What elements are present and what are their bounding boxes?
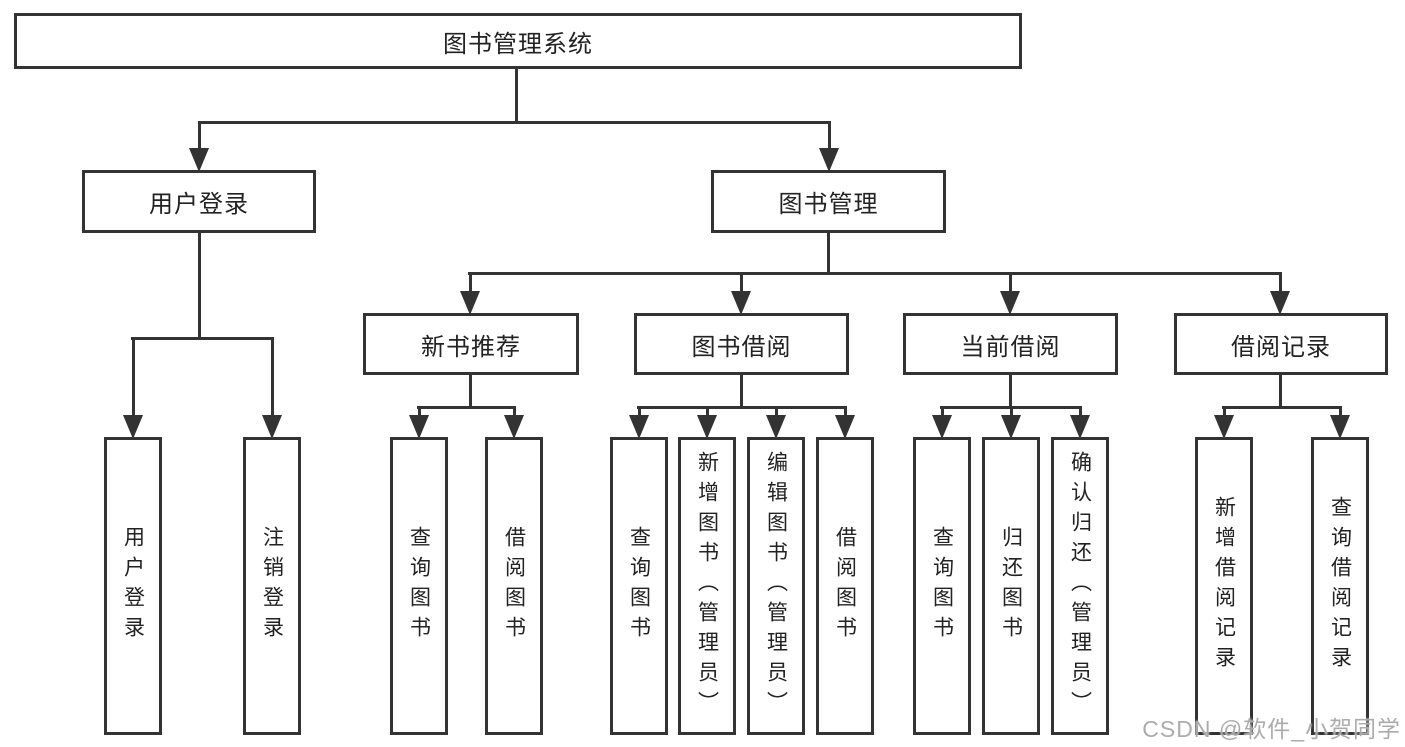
connector-drop [1339, 406, 1342, 417]
watermark-text: CSDN @软件_小贺同学 [1142, 716, 1401, 742]
connector-stem [469, 374, 472, 409]
connector-drop [1223, 406, 1226, 417]
leaf-edit-books-admin: 编辑图书（管理员） [747, 437, 805, 735]
arrow-down-head [1070, 415, 1090, 439]
arrow-down-head [835, 415, 855, 439]
node-borrowing-records: 借阅记录 [1174, 313, 1388, 375]
arrow-down-head [697, 415, 717, 439]
leaf-query-books-current: 查询图书 [913, 437, 971, 735]
connector-branch [131, 337, 274, 340]
node-label: 用户登录 [149, 191, 249, 218]
connector-drop [828, 121, 831, 150]
arrow-down-head [189, 148, 209, 172]
node-book-management: 图书管理 [711, 170, 946, 233]
connector-drop [1009, 272, 1012, 293]
connector-drop [132, 337, 135, 417]
connector-branch [198, 121, 831, 124]
connector-stem [515, 69, 518, 124]
leaf-label: 确认归还（管理员） [1068, 451, 1092, 721]
connector-drop [638, 406, 641, 417]
connector-drop [271, 337, 274, 417]
leaf-label: 新增图书（管理员） [695, 451, 719, 721]
leaf-label: 查询图书 [627, 526, 651, 646]
connector-branch [468, 272, 1282, 275]
leaf-query-books-borrowing: 查询图书 [610, 437, 668, 735]
leaf-user-login: 用户登录 [104, 437, 162, 735]
leaf-borrow-books-recommend: 借阅图书 [485, 437, 543, 735]
leaf-return-books: 归还图书 [982, 437, 1040, 735]
arrow-down-head [1214, 415, 1234, 439]
arrow-down-head [731, 291, 751, 315]
leaf-label: 查询图书 [930, 526, 954, 646]
leaf-label: 查询借阅记录 [1328, 496, 1352, 676]
arrow-down-head [766, 415, 786, 439]
leaf-query-borrow-record: 查询借阅记录 [1311, 437, 1369, 735]
leaf-label: 编辑图书（管理员） [764, 451, 788, 721]
leaf-label: 归还图书 [999, 526, 1023, 646]
node-new-book-recommendation: 新书推荐 [363, 313, 579, 375]
arrow-down-head [1001, 415, 1021, 439]
connector-drop [418, 406, 421, 417]
connector-stem [827, 233, 830, 275]
connector-drop [941, 406, 944, 417]
leaf-confirm-return-admin: 确认归还（管理员） [1051, 437, 1109, 735]
connector-drop [1010, 406, 1013, 417]
connector-drop [469, 272, 472, 293]
arrow-down-head [123, 415, 143, 439]
arrow-down-head [409, 415, 429, 439]
node-label: 图书管理系统 [443, 30, 593, 58]
arrow-down-head [932, 415, 952, 439]
leaf-add-books-admin: 新增图书（管理员） [678, 437, 736, 735]
leaf-label: 借阅图书 [833, 526, 857, 646]
arrow-down-head [262, 415, 282, 439]
leaf-borrow-books: 借阅图书 [816, 437, 874, 735]
leaf-label: 新增借阅记录 [1212, 496, 1236, 676]
node-label: 当前借阅 [960, 333, 1061, 361]
node-label: 新书推荐 [421, 333, 521, 361]
arrow-down-head [629, 415, 649, 439]
node-label: 图书管理 [778, 191, 879, 218]
connector-drop [775, 406, 778, 417]
connector-drop [740, 272, 743, 293]
connector-drop [198, 121, 201, 150]
connector-branch [417, 406, 516, 409]
connector-drop [513, 406, 516, 417]
connector-stem [198, 233, 201, 340]
node-current-borrowing: 当前借阅 [903, 313, 1118, 375]
connector-stem [1279, 374, 1282, 409]
leaf-label: 查询图书 [407, 526, 431, 646]
leaf-logout: 注销登录 [243, 437, 301, 735]
connector-stem [1009, 374, 1012, 409]
node-label: 图书借阅 [691, 333, 792, 361]
connector-drop [1279, 272, 1282, 293]
arrow-down-head [1000, 291, 1020, 315]
node-library-management-system: 图书管理系统 [14, 13, 1022, 69]
leaf-label: 注销登录 [260, 526, 284, 646]
node-label: 借阅记录 [1231, 333, 1331, 361]
connector-stem [740, 374, 743, 409]
arrow-down-head [504, 415, 524, 439]
leaf-label: 借阅图书 [502, 526, 526, 646]
leaf-query-books-recommend: 查询图书 [390, 437, 448, 735]
connector-drop [844, 406, 847, 417]
leaf-add-borrow-record: 新增借阅记录 [1195, 437, 1253, 735]
connector-drop [706, 406, 709, 417]
arrow-down-head [1330, 415, 1350, 439]
leaf-label: 用户登录 [121, 526, 145, 646]
node-user-login: 用户登录 [82, 170, 316, 233]
arrow-down-head [819, 148, 839, 172]
node-book-borrowing: 图书借阅 [634, 313, 849, 375]
arrow-down-head [1270, 291, 1290, 315]
arrow-down-head [460, 291, 480, 315]
connector-branch [1222, 406, 1342, 409]
connector-drop [1079, 406, 1082, 417]
connector-branch [637, 406, 847, 409]
